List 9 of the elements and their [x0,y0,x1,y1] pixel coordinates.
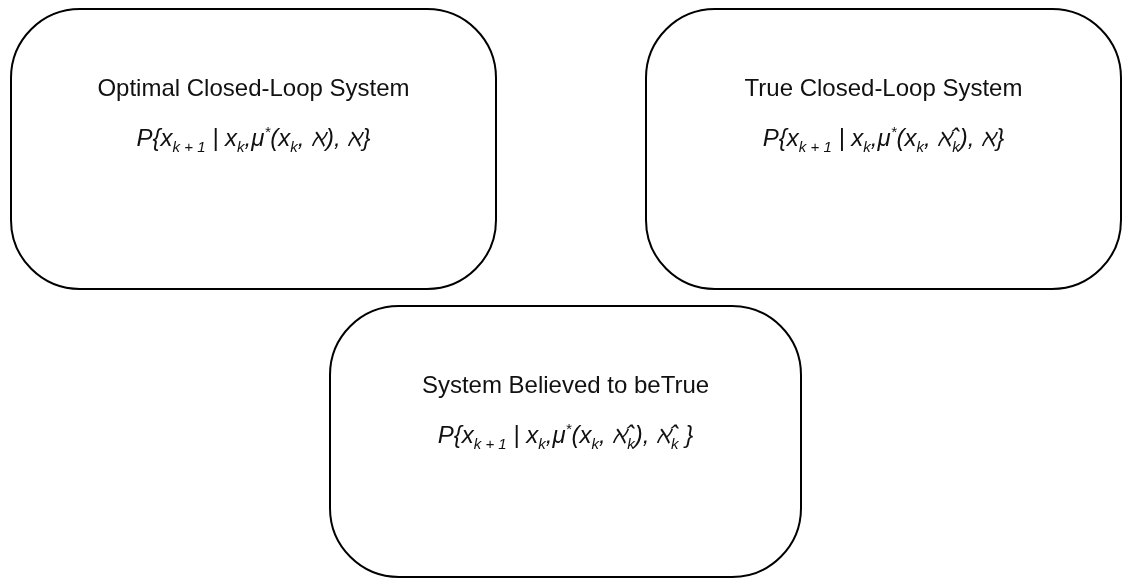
rounded-box [645,8,1122,290]
box-heading: System Believed to beTrue [420,371,711,399]
formula: P{x$_{k + 1}$ | x$_{k}$,μ$^{*}$(x$_{k}$, ℵ), ℵ} [135,122,372,155]
box-heading: True Closed-Loop System [743,74,1024,102]
formula: P{x$_{k + 1}$ | x$_{k}$,μ$^{*}$(x$_{k}$, ℵ̂$_{k}$), ℵ̂$_{k}$ } [436,419,695,452]
box-heading: Optimal Closed-Loop System [96,74,411,102]
rounded-box [329,305,802,578]
formula: P{x$_{k + 1}$ | x$_{k}$,μ$^{*}$(x$_{k}$, ℵ̂$_{k}$), ℵ} [761,122,1006,155]
rounded-box [10,8,497,290]
